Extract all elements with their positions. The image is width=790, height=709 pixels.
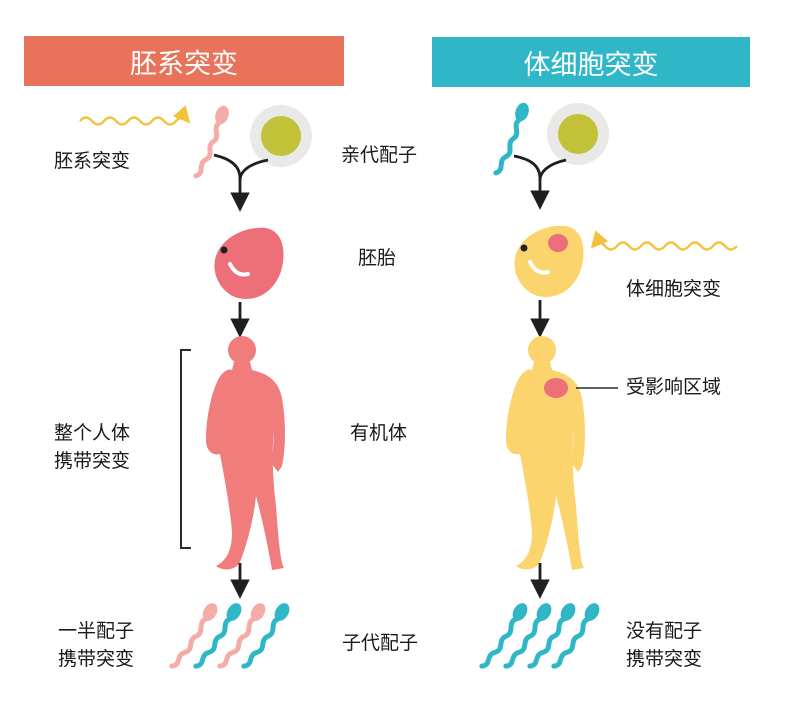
offspring-gametes-left-icons (172, 601, 292, 672)
label-no-gametes-line2: 携带突变 (626, 648, 703, 670)
label-half-gametes-line2: 携带突变 (58, 648, 135, 670)
label-parent-gametes: 亲代配子 (341, 144, 418, 166)
sperm-right-icon (496, 102, 531, 177)
bracket-left-icon (180, 349, 191, 549)
label-somatic-mutation: 体细胞突变 (626, 278, 722, 300)
label-no-gametes-line1: 没有配子 (626, 620, 703, 642)
egg-left-icon (250, 105, 312, 167)
affected-area-spot-icon (544, 378, 568, 398)
sperm-left-mutated-icon (196, 105, 231, 180)
header-germline: 胚系突变 (24, 36, 344, 86)
person-left-icon (206, 336, 285, 570)
label-germline-mutation: 胚系突变 (54, 150, 131, 172)
merge-arrow-left-icon (213, 153, 269, 212)
merge-arrow-right-icon (513, 154, 567, 210)
embryo-left-icon (212, 225, 286, 301)
radiation-left-icon (79, 105, 191, 126)
label-whole-body-line1: 整个人体 (54, 422, 131, 444)
label-embryo: 胚胎 (358, 247, 397, 269)
person-right-icon (506, 336, 585, 570)
embryo-mutation-spot-icon (548, 234, 568, 252)
label-offspring-gametes: 子代配子 (342, 632, 419, 654)
embryo-right-icon (512, 223, 586, 299)
radiation-right-icon (590, 230, 738, 251)
label-organism: 有机体 (350, 422, 408, 444)
egg-right-icon (547, 103, 609, 165)
header-somatic: 体细胞突变 (432, 37, 750, 87)
label-half-gametes-line1: 一半配子 (58, 620, 135, 642)
offspring-gametes-right-icons (482, 601, 602, 672)
label-whole-body-line2: 携带突变 (54, 450, 131, 472)
label-affected-area: 受影响区域 (626, 376, 722, 398)
